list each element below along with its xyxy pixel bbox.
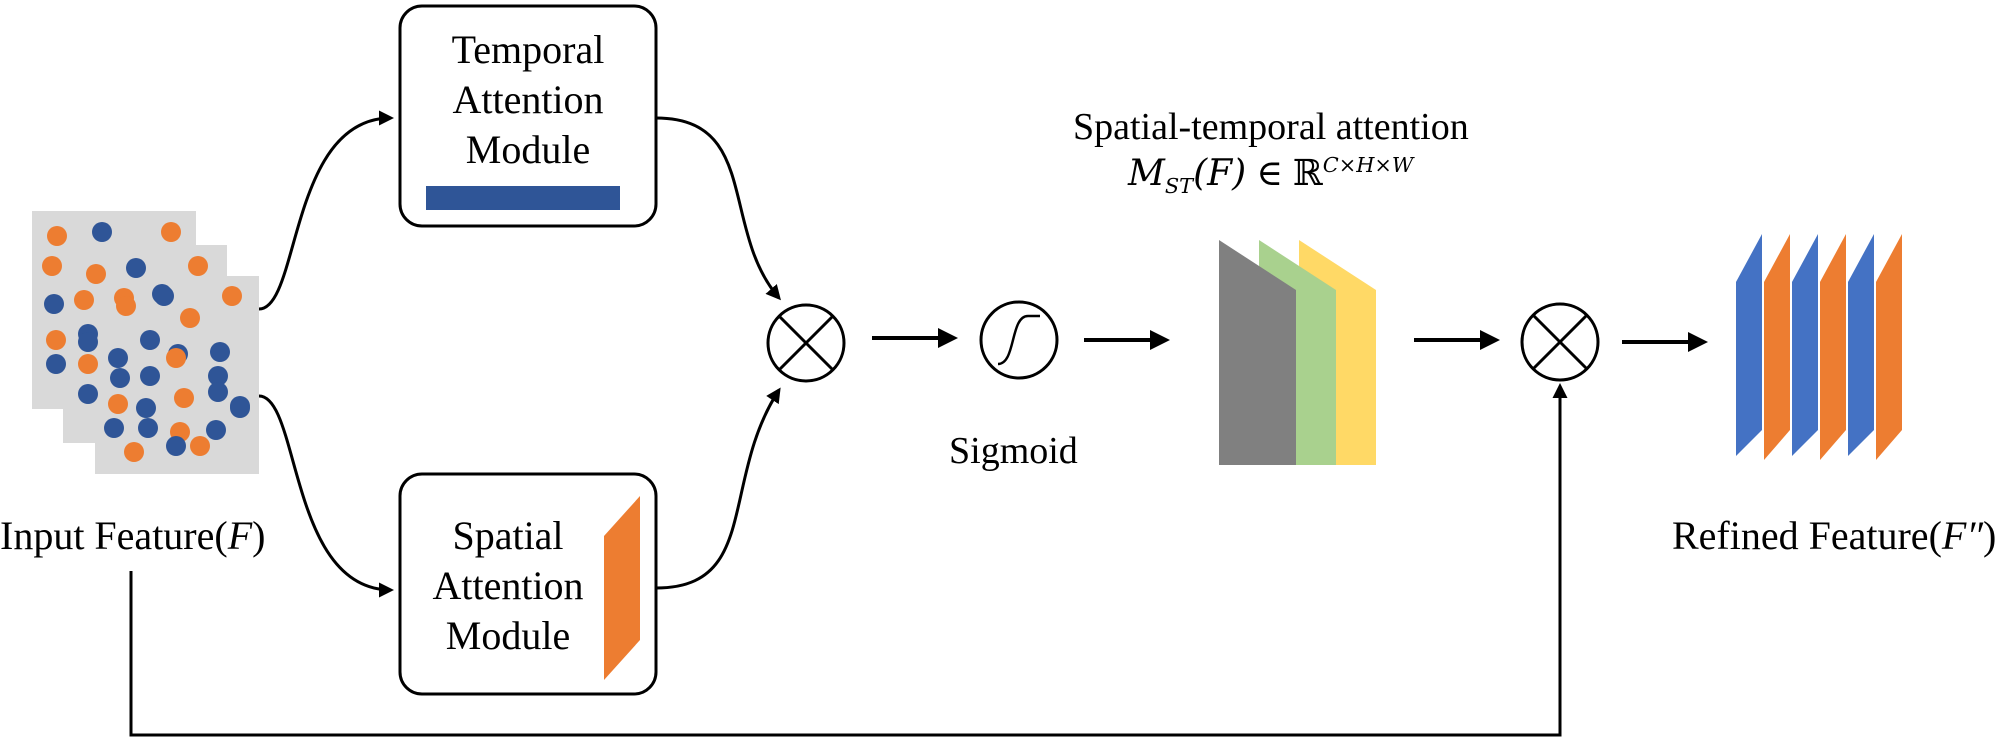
refined-feature-var: F″ xyxy=(1941,513,1983,558)
refined-slice-blue xyxy=(1848,234,1874,456)
orange-dot xyxy=(78,354,98,374)
formula-in: ∈ xyxy=(1256,153,1283,194)
refined-feature-label: Refined Feature(F″) xyxy=(1672,516,1996,556)
arrow-input-to-temporal xyxy=(258,110,394,311)
formula-sub: ST xyxy=(1164,174,1194,199)
blue-dot xyxy=(230,398,250,418)
temporal-attention-module-box xyxy=(398,4,658,228)
blue-dot xyxy=(208,382,228,402)
layer-gray xyxy=(1219,240,1296,465)
orange-dot xyxy=(42,256,62,276)
multiply-operator-1 xyxy=(766,303,846,383)
refined-feature-text: Refined Feature( xyxy=(1672,513,1942,558)
feature-dots xyxy=(42,222,250,462)
formula-sup: C×H×W xyxy=(1322,153,1414,177)
blue-dot xyxy=(154,286,174,306)
formula-R: ℝ xyxy=(1292,153,1323,194)
formula-arg: (F) xyxy=(1193,153,1247,194)
orange-dot xyxy=(74,290,94,310)
input-feature-text: Input Feature( xyxy=(0,513,228,558)
blue-dot xyxy=(110,368,130,388)
orange-dot xyxy=(86,264,106,284)
input-feature-label: Input Feature(F) xyxy=(0,516,265,556)
orange-dot xyxy=(124,442,144,462)
orange-dot xyxy=(116,296,136,316)
blue-dot xyxy=(92,222,112,242)
sigmoid-icon xyxy=(979,300,1059,380)
spatial-attention-module-box xyxy=(398,472,658,696)
orange-dot xyxy=(190,436,210,456)
input-feature-close: ) xyxy=(252,513,266,558)
st-attention-layers xyxy=(1219,240,1376,465)
orange-dot xyxy=(222,286,242,306)
blue-dot xyxy=(108,348,128,368)
orange-dot xyxy=(108,394,128,414)
refined-feature-close: ) xyxy=(1982,513,1997,558)
temporal-module-line1: Temporal xyxy=(451,27,605,72)
refined-slice-orange xyxy=(1820,234,1846,460)
orange-dot xyxy=(47,226,67,246)
orange-dot xyxy=(188,256,208,276)
refined-slice-orange xyxy=(1876,234,1902,460)
skip-connection-arrow xyxy=(129,383,1568,737)
refined-feature-stack xyxy=(1736,234,1902,460)
blue-dot xyxy=(136,398,156,418)
arrow-input-to-spatial xyxy=(258,394,394,598)
blue-dot xyxy=(78,332,98,352)
orange-dot xyxy=(166,348,186,368)
blue-dot xyxy=(138,418,158,438)
blue-dot xyxy=(44,294,64,314)
st-attention-title: Spatial-temporal attention xyxy=(1073,106,1469,148)
spatial-attention-parallelogram xyxy=(604,496,640,680)
orange-dot xyxy=(161,222,181,242)
blue-dot xyxy=(104,418,124,438)
orange-dot xyxy=(174,388,194,408)
arrow-temporal-to-multiply xyxy=(655,116,781,301)
spatial-module-line3: Module xyxy=(445,613,571,658)
blue-dot xyxy=(166,436,186,456)
blue-dot xyxy=(206,420,226,440)
blue-dot xyxy=(140,366,160,386)
input-feature-stack xyxy=(32,211,259,474)
input-feature-var: F xyxy=(227,513,253,558)
refined-slice-blue xyxy=(1792,234,1818,456)
refined-slice-orange xyxy=(1764,234,1790,460)
multiply-operator-2 xyxy=(1520,302,1600,382)
blue-dot xyxy=(208,366,228,386)
blue-dot xyxy=(210,342,230,362)
arrow-spatial-to-multiply xyxy=(655,387,781,590)
blue-dot xyxy=(78,384,98,404)
temporal-attention-bar xyxy=(426,186,620,210)
blue-dot xyxy=(140,330,160,350)
orange-dot xyxy=(46,330,66,350)
sigmoid-label: Sigmoid xyxy=(949,430,1078,472)
temporal-module-line3: Module xyxy=(465,127,591,172)
st-attention-formula: MST(F)∈ℝC×H×W xyxy=(1128,155,1413,197)
orange-dot xyxy=(180,308,200,328)
spatial-module-line1: Spatial xyxy=(452,513,564,558)
refined-slice-blue xyxy=(1736,234,1762,456)
formula-M: M xyxy=(1128,153,1165,194)
spatial-module-line2: Attention xyxy=(432,563,584,608)
blue-dot xyxy=(46,354,66,374)
blue-dot xyxy=(126,258,146,278)
temporal-module-line2: Attention xyxy=(452,77,604,122)
